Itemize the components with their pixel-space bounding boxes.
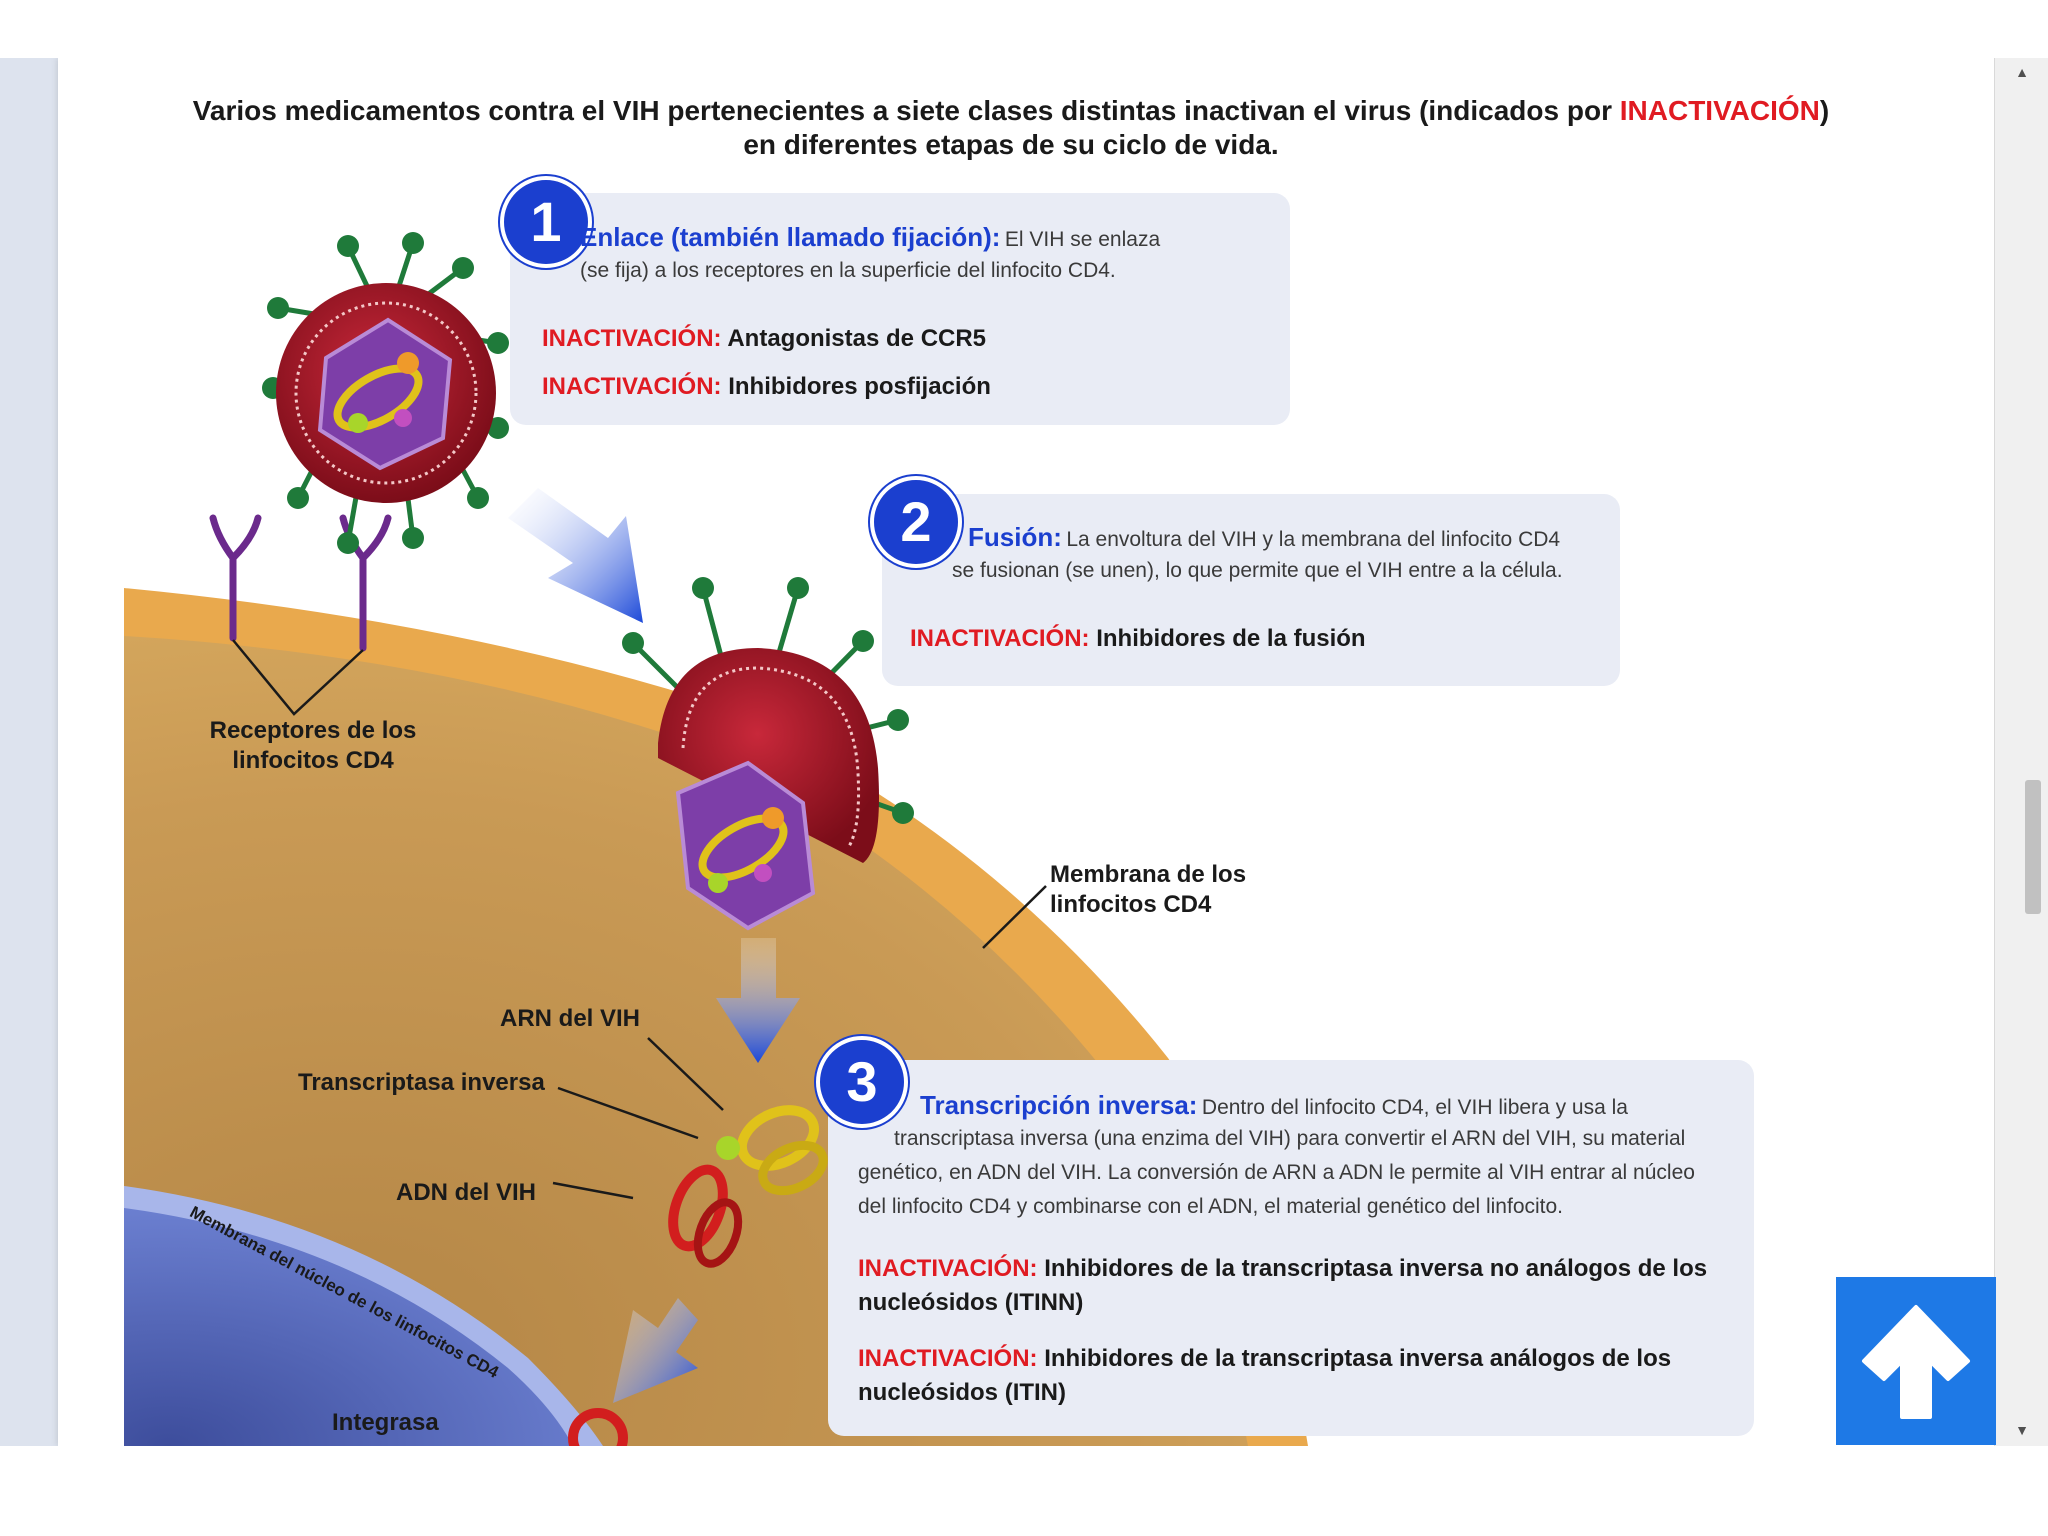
step-2-inactivation-1: INACTIVACIÓN: Inhibidores de la fusión <box>910 625 1366 652</box>
hiv-virus-fusing-icon <box>622 577 914 931</box>
title-line2: en diferentes etapas de su ciclo de vida… <box>743 129 1279 160</box>
step-3-description-line4: del linfocito CD4 y combinarse con el AD… <box>858 1195 1564 1218</box>
receptors-label: Receptores de los linfocitos CD4 <box>209 717 417 774</box>
rna-pointer-line <box>647 1037 724 1111</box>
step-3-description: Transcripción inversa: Dentro del linfoc… <box>920 1090 1628 1120</box>
step-3-title: Transcripción inversa: <box>920 1090 1198 1120</box>
step-1-description: Enlace (también llamado fijación): El VI… <box>580 222 1161 252</box>
arrow-up-icon <box>1862 1305 1970 1419</box>
right-gutter <box>1964 58 1994 1446</box>
membrane-label: Membrana de los linfocitos CD4 <box>1050 861 1247 918</box>
integrase-label: Integrasa <box>332 1409 439 1436</box>
title-line1-start: Varios medicamentos contra el VIH perten… <box>192 95 1620 126</box>
step-3-description-line2: transcriptasa inversa (una enzima del VI… <box>894 1127 1686 1150</box>
step-3-inactivation-2: INACTIVACIÓN: Inhibidores de la transcri… <box>858 1345 1672 1406</box>
rt-pointer-line <box>557 1086 699 1140</box>
back-to-top-button[interactable] <box>1836 1277 1996 1445</box>
page-title: Varios medicamentos contra el VIH perten… <box>58 94 1964 162</box>
reverse-transcriptase-icon <box>716 1105 828 1196</box>
dna-pointer-line <box>552 1181 634 1200</box>
step-1-inactivation-2: INACTIVACIÓN: Inhibidores posfijación <box>542 373 991 400</box>
hiv-rna-label: ARN del VIH <box>500 1005 641 1032</box>
receptor-pointer-lines <box>232 639 364 716</box>
triangle-down-icon[interactable]: ▼ <box>2015 1422 2029 1438</box>
hiv-dna-label: ADN del VIH <box>396 1179 537 1206</box>
integrated-dna-icon <box>568 1408 628 1446</box>
step-2-description-line2: se fusionan (se unen), lo que permite qu… <box>952 559 1563 582</box>
nucleus <box>124 1208 573 1446</box>
step-3-description-line3: genético, en ADN del VIH. La conversión … <box>858 1161 1695 1184</box>
step-1-description-line2: (se fija) a los receptores en la superfi… <box>580 259 1116 282</box>
browser-viewport: Varios medicamentos contra el VIH perten… <box>0 58 2048 1446</box>
step-1-inactivation-1: INACTIVACIÓN: Antagonistas de CCR5 <box>542 325 987 352</box>
step-3-inactivation-1: INACTIVACIÓN: Inhibidores de la transcri… <box>858 1255 1708 1316</box>
title-inactivation-word: INACTIVACIÓN <box>1619 95 1820 126</box>
reverse-transcriptase-label: Transcriptasa inversa <box>298 1069 545 1096</box>
step-2-callout <box>882 494 1620 686</box>
step-1-callout <box>510 193 1290 425</box>
step-3-badge: 3 <box>816 1036 908 1128</box>
triangle-up-icon[interactable]: ▲ <box>2015 64 2029 80</box>
arrow-down-left-icon <box>613 1298 698 1403</box>
vertical-scrollbar[interactable]: ▲ ▼ <box>1994 58 2048 1446</box>
step-3-callout <box>828 1060 1754 1436</box>
step-1-title: Enlace (también llamado fijación): <box>580 222 1001 252</box>
arrow-down-icon <box>716 938 800 1063</box>
arrow-down-right-icon <box>508 488 643 623</box>
step-1-badge: 1 <box>500 176 592 268</box>
hiv-virus-icon <box>262 232 509 554</box>
step-2-description: Fusión: La envoltura del VIH y la membra… <box>968 522 1561 552</box>
step-2-title: Fusión: <box>968 522 1062 552</box>
page-content: Varios medicamentos contra el VIH perten… <box>58 58 1964 1446</box>
hiv-dna-icon <box>668 1164 743 1268</box>
step-2-badge: 2 <box>870 476 962 568</box>
title-line1-end: ) <box>1819 95 1830 126</box>
scrollbar-thumb[interactable] <box>2025 780 2041 914</box>
membrane-pointer-line <box>982 885 1047 949</box>
